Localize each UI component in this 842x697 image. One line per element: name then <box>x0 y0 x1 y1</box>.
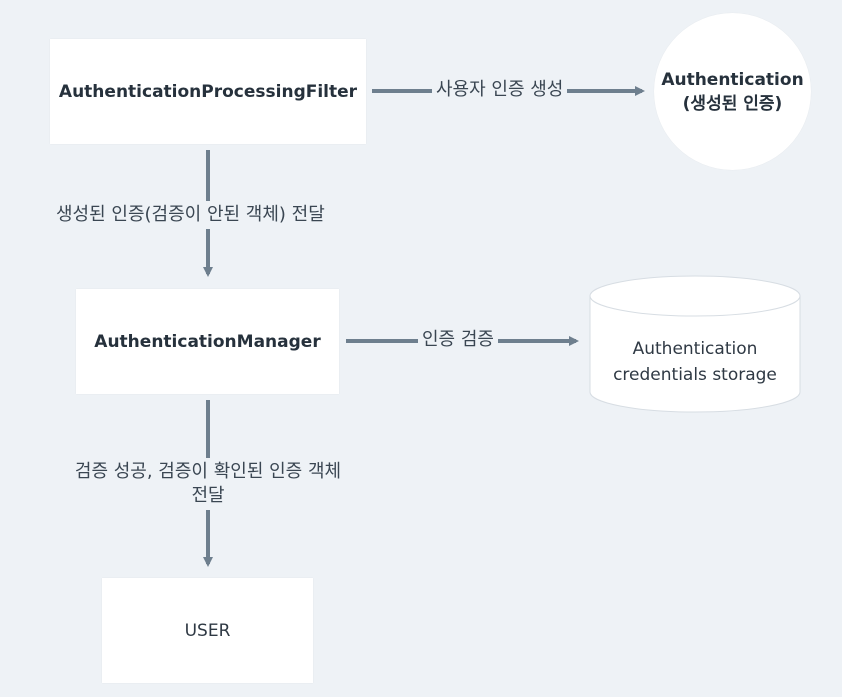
credentials-storage-cylinder <box>589 275 801 413</box>
credentials-storage-label-line1: Authentication <box>632 339 758 359</box>
credentials-storage-label: Authentication credentials storage <box>590 336 800 388</box>
authentication-node: Authentication (생성된 인증) <box>654 13 811 170</box>
credentials-storage-label-line2: credentials storage <box>613 365 777 385</box>
edge-label-verify-authentication: 인증 검증 <box>418 328 498 352</box>
edge-label-pass-unverified-authentication: 생성된 인증(검증이 안된 객체) 전달 <box>54 201 327 229</box>
authentication-manager-node: AuthenticationManager <box>76 289 339 394</box>
user-label: USER <box>184 620 231 641</box>
edge-label-verification-success-line2: 전달 <box>191 485 225 506</box>
authentication-manager-label: AuthenticationManager <box>94 331 321 352</box>
user-node: USER <box>102 578 313 683</box>
authentication-processing-filter-label: AuthenticationProcessingFilter <box>58 81 358 102</box>
edge-label-verification-success: 검증 성공, 검증이 확인된 인증 객체 전달 <box>54 458 362 510</box>
authentication-label-line2: (생성된 인증) <box>682 93 783 114</box>
edge-label-create-user-authentication: 사용자 인증 생성 <box>432 78 568 102</box>
authentication-label-line1: Authentication <box>661 69 804 90</box>
authentication-processing-filter-node: AuthenticationProcessingFilter <box>50 39 366 144</box>
edge-label-verification-success-line1: 검증 성공, 검증이 확인된 인증 객체 <box>74 461 342 482</box>
